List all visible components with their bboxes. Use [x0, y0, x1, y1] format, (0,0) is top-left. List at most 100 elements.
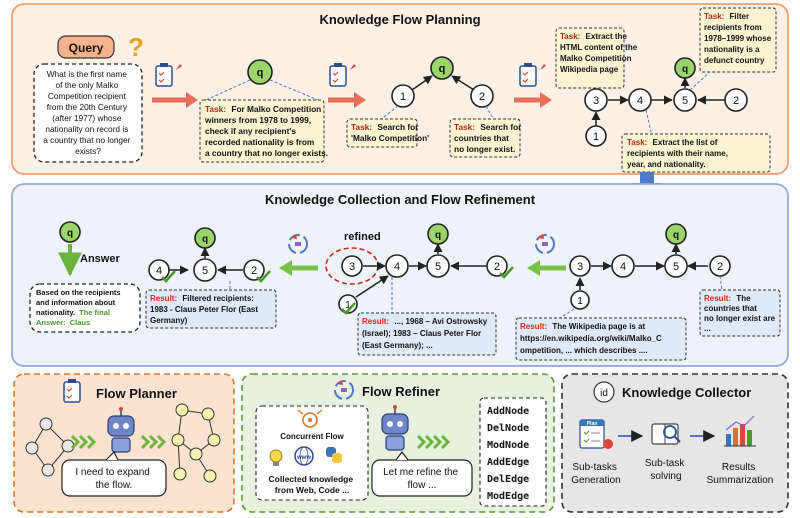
svg-text:q: q — [682, 64, 688, 75]
clipboard-icon — [519, 63, 546, 87]
svg-text:4: 4 — [637, 95, 643, 107]
search-book-icon — [651, 423, 681, 445]
question-mark-icon: ? — [128, 32, 144, 62]
mid-node-2: 2 — [486, 255, 508, 277]
right-result2-box — [699, 289, 781, 337]
refined-label: refined — [344, 231, 381, 243]
robot-icon — [107, 407, 135, 453]
flow-refiner-panel: Flow Refiner Concurrent Flow www Collect… — [241, 373, 555, 513]
answer-q-node: q — [59, 221, 81, 243]
checkmark-icon — [256, 270, 271, 283]
svg-text:1: 1 — [577, 296, 583, 307]
right-node-1: 1 — [570, 290, 590, 310]
collection-panel: Knowledge Collection and Flow Refinement… — [11, 183, 789, 367]
stage3-task3-box — [555, 27, 625, 89]
right-node-4: 4 — [611, 254, 635, 278]
clipboard-icon — [155, 63, 182, 87]
left-result-text: Result: Filtered recipients: 1983 - Clau… — [150, 294, 260, 325]
svg-text:1: 1 — [593, 131, 599, 143]
right-node-5: 5 — [664, 254, 688, 278]
refine-cycle-icon — [334, 380, 354, 400]
stage3-node-3: 3 — [584, 88, 608, 112]
stage3-node-2: 2 — [724, 88, 748, 112]
query-text: What is the first name of the only Malko… — [43, 69, 133, 156]
concurrent-flow-icon — [297, 409, 323, 428]
svg-text:5: 5 — [435, 261, 441, 273]
stage1-task-box — [199, 99, 325, 163]
checkmark-icon — [341, 302, 356, 315]
right-result1-text: Result: The Wikipedia page is at https:/… — [520, 322, 664, 355]
lightbulb-icon — [269, 449, 283, 466]
svg-text:5: 5 — [202, 265, 208, 277]
svg-text:5: 5 — [673, 261, 679, 273]
chevron-right-icon — [416, 434, 451, 450]
left-result-box — [145, 289, 277, 329]
svg-text:q: q — [67, 228, 73, 239]
clipboard-icon — [329, 63, 356, 87]
concurrent-flow-label: Concurrent Flow — [280, 432, 344, 441]
left-node-4: 4 — [148, 259, 170, 281]
checkmark-icon — [499, 266, 514, 279]
refine-cycle-icon — [535, 234, 555, 254]
svg-text:1: 1 — [345, 300, 351, 311]
refiner-collected-text: Collected knowledge from Web, Code ... — [269, 474, 356, 495]
mid-result-box — [357, 312, 497, 356]
web-icon: www — [294, 446, 314, 466]
svg-text:q: q — [439, 63, 446, 75]
stage2-task1-text: Task: Search for 'Malko Competition' — [351, 122, 429, 143]
planning-panel: Knowledge Flow Planning Query ? What is … — [11, 3, 789, 175]
collector-title: Knowledge Collector — [622, 385, 751, 400]
left-q-node: q — [194, 227, 216, 249]
stage1-q-node: q — [247, 59, 273, 85]
answer-label: Answer — [80, 253, 120, 265]
refiner-ops-list: AddNode DelNode ModNode AddEdge DelEdge … — [487, 406, 535, 502]
collector-step-1: Sub-tasks Generation — [571, 462, 620, 486]
answer-text: Based on the recipients and information … — [36, 288, 123, 327]
svg-text:2: 2 — [733, 95, 739, 107]
mid-node-5: 5 — [426, 254, 450, 278]
query-label: Query — [69, 41, 104, 55]
svg-text:q: q — [673, 230, 679, 241]
refiner-speech-bubble — [371, 459, 473, 497]
stage3-task5-text: Task: Filter recipients from 1978–1999 w… — [704, 12, 773, 65]
refiner-ops-box — [479, 397, 547, 507]
chevron-right-icon — [70, 434, 97, 450]
refiner-speech-text: Let me refine the flow ... — [383, 467, 461, 491]
plan-icon: Plan — [579, 419, 613, 449]
svg-text:2: 2 — [494, 261, 500, 273]
planner-small-graph — [25, 417, 75, 477]
stage3-node-4: 4 — [628, 88, 652, 112]
svg-text:q: q — [257, 67, 264, 79]
right-result1-box — [515, 317, 687, 361]
svg-text:2: 2 — [479, 91, 485, 103]
svg-text:4: 4 — [156, 265, 162, 277]
mid-node-4: 4 — [385, 254, 409, 278]
python-icon — [326, 447, 342, 463]
refiner-title: Flow Refiner — [362, 384, 440, 399]
query-badge — [57, 35, 115, 59]
stage3-task3-text: Task: Extract the HTML content of the Ma… — [560, 32, 639, 74]
right-node-3: 3 — [569, 255, 591, 277]
svg-text:2: 2 — [717, 261, 723, 273]
chevron-right-icon — [140, 434, 167, 450]
left-node-5: 5 — [193, 258, 217, 282]
checkmark-icon — [161, 270, 176, 283]
stage3-task5-box — [699, 7, 777, 73]
refine-cycle-icon — [288, 234, 308, 254]
knowledge-collector-panel: id Knowledge Collector Plan — [561, 373, 789, 513]
svg-text:3: 3 — [593, 95, 599, 107]
svg-text:2: 2 — [251, 265, 257, 277]
stage3-node-5: 5 — [673, 88, 697, 112]
svg-text:Plan: Plan — [587, 421, 598, 427]
stage2-q-node: q — [430, 56, 454, 80]
mid-result-text: Result: ..., 1968 – Avi Ostrowsky (Israe… — [362, 317, 489, 350]
stage2-node-2: 2 — [470, 84, 494, 108]
mid-node-3: 3 — [341, 255, 363, 277]
stage3-task4-box — [621, 133, 771, 173]
collection-title: Knowledge Collection and Flow Refinement — [265, 192, 536, 207]
stage1-task-text: Task: For Malko Competition winners from… — [204, 104, 328, 158]
planner-title: Flow Planner — [96, 386, 177, 401]
planning-title: Knowledge Flow Planning — [319, 12, 480, 27]
bar-chart-icon — [724, 415, 756, 447]
stage3-task4-text: Task: Extract the list of recipients wit… — [627, 138, 730, 169]
